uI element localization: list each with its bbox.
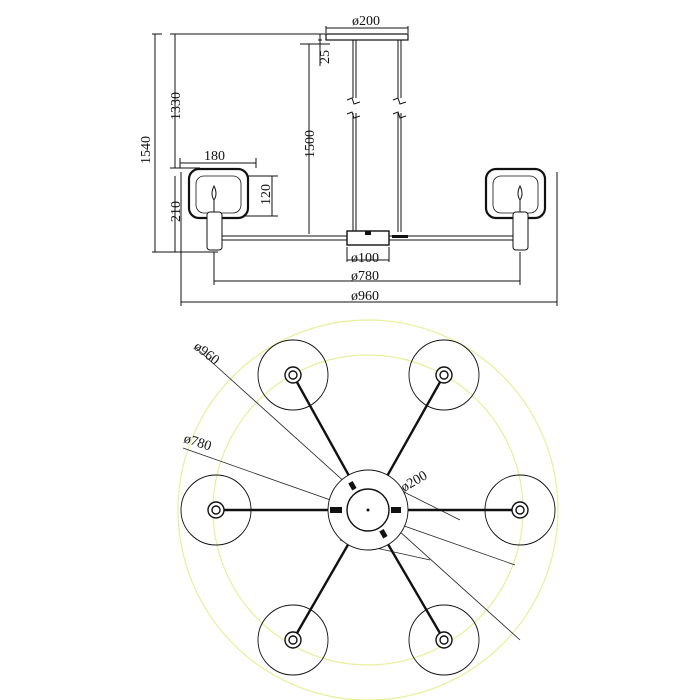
top-view: ø960 ø780 ø200 (177, 319, 559, 700)
sockets (207, 366, 529, 649)
shade-circles (180, 339, 556, 676)
left-shade (187, 167, 250, 251)
dim-lower-height: 210 (169, 201, 184, 222)
side-view: ø200 25 1540 1330 (139, 14, 558, 306)
dim-canopy-diameter: ø200 (352, 14, 380, 29)
dim-top-mid: ø780 (182, 432, 213, 455)
dim-total-span: ø960 (351, 289, 379, 304)
dim-hub-diameter: ø100 (351, 251, 379, 266)
dim-shade-width: 180 (204, 149, 225, 164)
dim-overall-height: 1540 (139, 136, 154, 164)
guide-circle-outer (177, 319, 559, 700)
dim-canopy-height: 25 (318, 50, 333, 64)
canopy (325, 33, 409, 41)
dim-shade-height: 120 (259, 184, 274, 205)
horizontal-arm (222, 230, 513, 246)
right-shade (484, 167, 547, 251)
dim-drop-length: 1500 (303, 130, 318, 158)
dim-arm-span: ø780 (351, 269, 379, 284)
dim-upper-height: 1330 (169, 92, 184, 120)
dim-top-outer: ø960 (191, 339, 222, 368)
suspension-rods (346, 40, 407, 232)
